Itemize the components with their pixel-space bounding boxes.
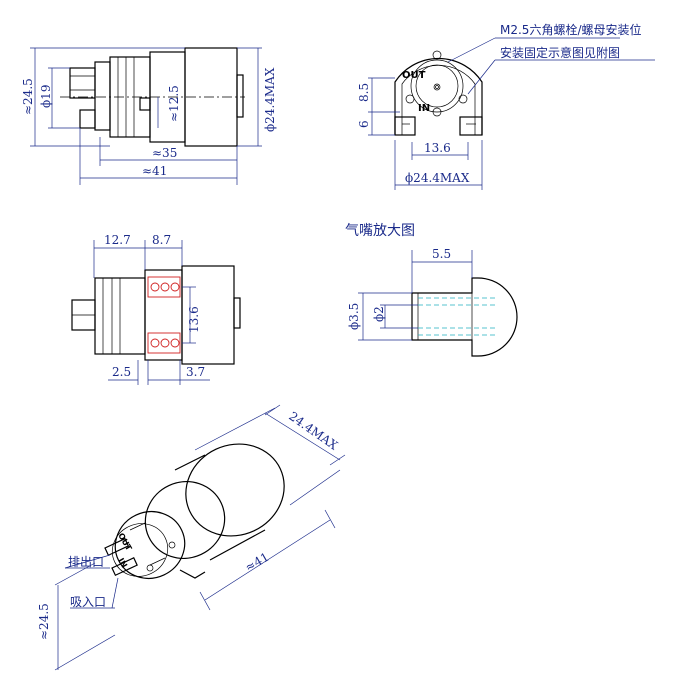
dim-side-body-length: ≈35	[152, 146, 177, 160]
dim-nozzle-inner: ϕ2	[372, 306, 386, 322]
dim-front-max: ϕ24.4MAX	[405, 171, 470, 185]
dim-top-w2: 8.7	[152, 233, 171, 247]
dim-iso-max: 24.4MAX	[286, 409, 340, 453]
dim-front-h1: 8.5	[357, 83, 371, 102]
dim-front-h2: 6	[357, 120, 371, 128]
label-outlet: 排出口	[68, 555, 104, 569]
dim-iso-length: ≈41	[243, 550, 272, 575]
dim-top-w1: 12.7	[104, 233, 131, 247]
note-mount-line2: 安装固定示意图见附图	[500, 45, 620, 60]
top-view: 12.7 8.7 13.6 2.5 3.7	[71, 233, 241, 385]
dim-side-diameter: ϕ19	[39, 85, 53, 108]
iso-in-label: IN	[116, 557, 129, 570]
dim-side-total-length: ≈41	[142, 164, 167, 178]
dim-iso-height: ≈24.5	[37, 603, 51, 640]
side-view: ≈24.5 ϕ19 ≈12.5 ϕ24.4MAX ≈35 ≈41	[21, 47, 277, 185]
note-mount-line1: M2.5六角螺栓/螺母安装位	[500, 22, 641, 37]
dim-front-width: 13.6	[424, 141, 451, 155]
dim-nozzle-length: 5.5	[432, 247, 451, 261]
port-in-label: IN	[418, 103, 430, 114]
dim-top-b2: 3.7	[186, 365, 205, 379]
label-inlet: 吸入口	[70, 595, 106, 609]
front-view: OUT IN M2.5六角螺栓/螺母安装位 安装固定示意图见附图 8.5 6 1…	[357, 22, 655, 190]
nozzle-title: 气嘴放大图	[345, 223, 415, 239]
dim-side-nozzle: ≈12.5	[167, 85, 181, 122]
dim-side-max: ϕ24.4MAX	[263, 67, 277, 132]
dim-top-gap: 13.6	[187, 306, 201, 333]
isometric-view: OUT IN 排出口 吸入口 24.4MAX ≈41 ≈24.5	[37, 404, 346, 671]
dim-top-b1: 2.5	[112, 365, 131, 379]
dim-side-height: ≈24.5	[21, 78, 35, 115]
nozzle-detail: 气嘴放大图 5.5 ϕ3.5 ϕ2	[345, 223, 518, 357]
port-out-label: OUT	[402, 70, 426, 81]
dim-nozzle-outer: ϕ3.5	[347, 303, 361, 330]
